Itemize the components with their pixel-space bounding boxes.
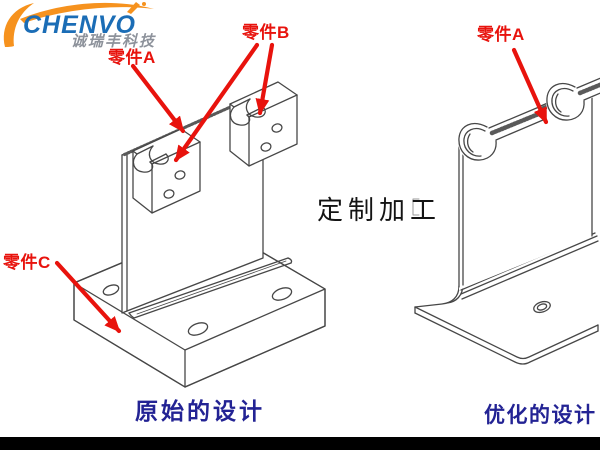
block-hole xyxy=(163,189,175,199)
base-hole xyxy=(102,284,120,296)
caption-original-design: 原始的设计 xyxy=(135,398,265,424)
label-part-a-left: 零件A xyxy=(108,48,156,67)
logo-arc xyxy=(20,2,154,23)
arrow-part-b-to-left-block xyxy=(173,42,260,163)
block-hole xyxy=(174,170,186,180)
arrow-part-a-right xyxy=(511,47,549,125)
logo-swoosh xyxy=(3,2,154,47)
stray-dimension-mark xyxy=(412,198,420,216)
brand-text: CHENVO xyxy=(23,11,136,39)
company-name: 诚瑞丰科技 xyxy=(71,33,157,50)
label-part-c: 零件C xyxy=(3,253,51,272)
logo-crescent xyxy=(3,3,34,47)
watermark-text: 定制加工 xyxy=(317,196,442,226)
base-hole xyxy=(271,287,293,301)
bottom-bar xyxy=(0,437,600,450)
logo-v-accent xyxy=(127,2,140,14)
caption-optimized-design: 优化的设计 xyxy=(484,404,597,427)
base-hole xyxy=(187,322,209,336)
arrow-part-a-left xyxy=(130,63,186,134)
label-part-b: 零件B xyxy=(242,23,290,42)
label-part-a-right: 零件A xyxy=(477,25,525,44)
logo-dot xyxy=(142,2,146,6)
arrow-part-b-to-right-block xyxy=(255,42,275,116)
hook-flange xyxy=(458,100,544,162)
flange-hole xyxy=(533,300,551,314)
arrow-part-c xyxy=(54,260,122,334)
flange-hole xyxy=(536,303,548,311)
annotation-arrows xyxy=(54,42,549,334)
original-design-diagram xyxy=(73,81,326,388)
optimized-design-diagram xyxy=(412,60,600,365)
